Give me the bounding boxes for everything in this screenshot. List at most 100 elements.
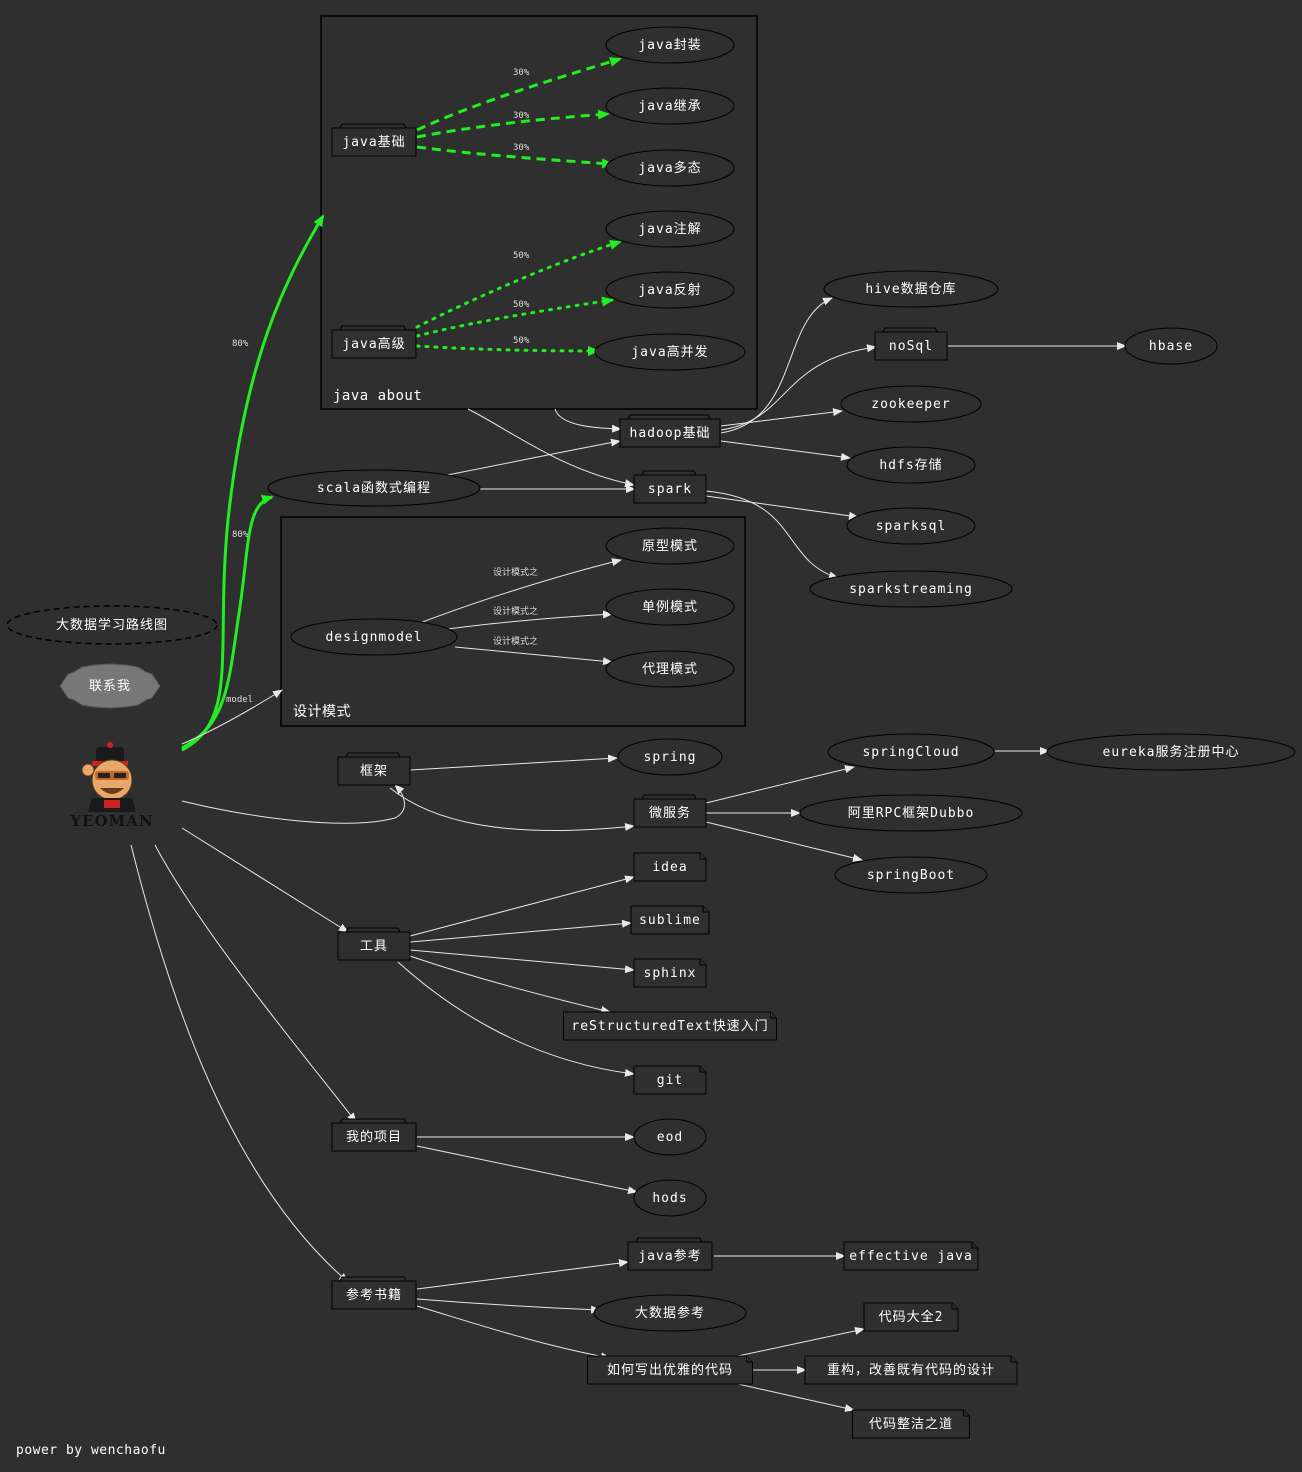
node-spark: spark <box>633 470 707 504</box>
node-proxy-label: 代理模式 <box>642 662 698 677</box>
node-hive-label: hive数据仓库 <box>865 281 956 297</box>
node-framework: 框架 <box>337 752 411 786</box>
edge-tools-sphinx <box>409 949 635 974</box>
edge-design-singleton <box>439 610 613 631</box>
node-code-complete: 代码大全2 <box>863 1302 959 1332</box>
nodes: java基础java高级java封装java继承java多态java注解java… <box>267 26 1296 1439</box>
node-bigdata-ref: 大数据参考 <box>593 1294 747 1332</box>
node-java-encap: java封装 <box>605 26 735 64</box>
node-hbase-label: hbase <box>1149 339 1193 354</box>
node-refactoring: 重构，改善既有代码的设计 <box>804 1355 1018 1385</box>
edge-labels: 80% 80% model 30% 30% 30% 50% 50% 50% 设计… <box>226 68 538 705</box>
node-bigdata-ref-label: 大数据参考 <box>635 1305 705 1321</box>
node-designmodel-label: designmodel <box>325 630 422 645</box>
node-hdfs-label: hdfs存储 <box>879 458 942 473</box>
node-hive: hive数据仓库 <box>823 270 999 308</box>
cluster-java-about-label: java about <box>333 388 422 404</box>
edge-yeoman-java-about <box>181 214 325 752</box>
edge-yeoman-scala <box>181 495 274 750</box>
node-java-inherit: java继承 <box>605 87 735 125</box>
node-microservice: 微服务 <box>633 794 707 828</box>
footer-credit: power by wenchaofu <box>16 1443 166 1458</box>
node-sparksql: sparksql <box>846 507 976 545</box>
edge-label-encap-pct: 30% <box>513 68 530 78</box>
node-hbase: hbase <box>1124 327 1218 365</box>
node-springcloud: springCloud <box>827 733 995 771</box>
node-java-annot: java注解 <box>605 210 735 248</box>
node-hdfs: hdfs存储 <box>846 446 976 484</box>
node-books: 参考书籍 <box>331 1276 417 1310</box>
edge-label-inherit-pct: 30% <box>513 111 530 121</box>
edge-java-about-hadoop <box>554 408 622 433</box>
node-projects-label: 我的项目 <box>346 1129 402 1145</box>
node-java-encap-label: java封装 <box>638 38 701 53</box>
node-git: git <box>633 1065 707 1095</box>
node-spark-label: spark <box>648 482 692 497</box>
node-java-ref: java参考 <box>627 1237 713 1271</box>
node-sparksql-label: sparksql <box>876 519 947 534</box>
node-java-reflect: java反射 <box>605 271 735 309</box>
highlight-edges <box>181 57 622 752</box>
node-sphinx: sphinx <box>633 958 707 988</box>
node-microservice-label: 微服务 <box>649 805 691 821</box>
edge-projects-hods <box>416 1145 638 1195</box>
edge-framework-spring <box>409 754 618 771</box>
node-designmodel: designmodel <box>290 618 458 656</box>
node-springcloud-label: springCloud <box>862 745 959 760</box>
edge-label-proxy: 设计模式之 <box>493 635 538 647</box>
node-idea-label: idea <box>652 860 687 875</box>
node-tools-label: 工具 <box>360 939 388 954</box>
node-prototype-label: 原型模式 <box>642 539 698 554</box>
node-springboot: springBoot <box>834 856 988 894</box>
yeoman-wordmark: YEOMAN <box>69 812 153 830</box>
node-hods-label: hods <box>652 1191 687 1206</box>
edge-yeoman-framework <box>181 784 405 824</box>
edge-micro-springboot <box>705 821 863 862</box>
edge-label-poly-pct: 30% <box>513 143 530 153</box>
edge-label-annot-pct: 50% <box>513 251 530 261</box>
edge-design-prototype <box>419 558 622 624</box>
edge-hadoop-hive <box>720 297 833 434</box>
node-sparkstreaming-label: sparkstreaming <box>849 582 973 597</box>
node-elegant-code: 如何写出优雅的代码 <box>587 1355 753 1385</box>
node-java-inherit-label: java继承 <box>638 99 701 114</box>
node-rst: reStructuredText快速入门 <box>563 1011 777 1041</box>
node-java-basic: java基础 <box>331 123 417 157</box>
edge-java-adv-annot <box>415 240 622 329</box>
edge-label-singleton: 设计模式之 <box>493 605 538 617</box>
node-singleton: 单例模式 <box>605 588 735 626</box>
node-java-reflect-label: java反射 <box>638 282 701 298</box>
gear-icon <box>59 663 161 709</box>
node-eod-label: eod <box>657 1130 683 1145</box>
node-nosql-label: noSql <box>889 339 933 354</box>
node-eureka: eureka服务注册中心 <box>1046 733 1296 771</box>
title-node: 大数据学习路线图 <box>6 605 218 645</box>
edge-label-scala-pct: 80% <box>232 530 249 540</box>
node-scala: scala函数式编程 <box>267 469 481 507</box>
node-projects: 我的项目 <box>331 1118 417 1152</box>
node-hadoop: hadoop基础 <box>619 414 721 448</box>
node-java-concurrency: java高并发 <box>594 333 746 371</box>
edge-hadoop-hdfs <box>720 440 851 461</box>
node-sphinx-label: sphinx <box>644 966 697 981</box>
edge-books-javaref <box>416 1259 629 1290</box>
edge-books-elegant <box>416 1305 611 1361</box>
title-label: 大数据学习路线图 <box>56 617 168 633</box>
edge-label-concurrency-pct: 50% <box>513 336 530 346</box>
node-rst-label: reStructuredText快速入门 <box>571 1019 768 1034</box>
edge-yeoman-tools <box>181 827 349 933</box>
node-code-complete-label: 代码大全2 <box>879 1309 944 1325</box>
edge-tools-git <box>397 961 635 1077</box>
node-spring-label: spring <box>644 750 697 765</box>
edge-spark-sparkstreaming <box>705 490 839 580</box>
node-java-poly: java多态 <box>605 149 735 187</box>
edge-yeoman-projects <box>154 844 357 1123</box>
edge-java-about-spark <box>467 408 635 488</box>
edge-yeoman-books <box>130 844 349 1283</box>
contact-node[interactable]: 联系我 <box>59 663 161 709</box>
node-spring: spring <box>617 738 723 776</box>
edge-tools-idea <box>409 875 635 937</box>
node-eod: eod <box>633 1118 707 1156</box>
edge-micro-springcloud <box>705 765 855 804</box>
